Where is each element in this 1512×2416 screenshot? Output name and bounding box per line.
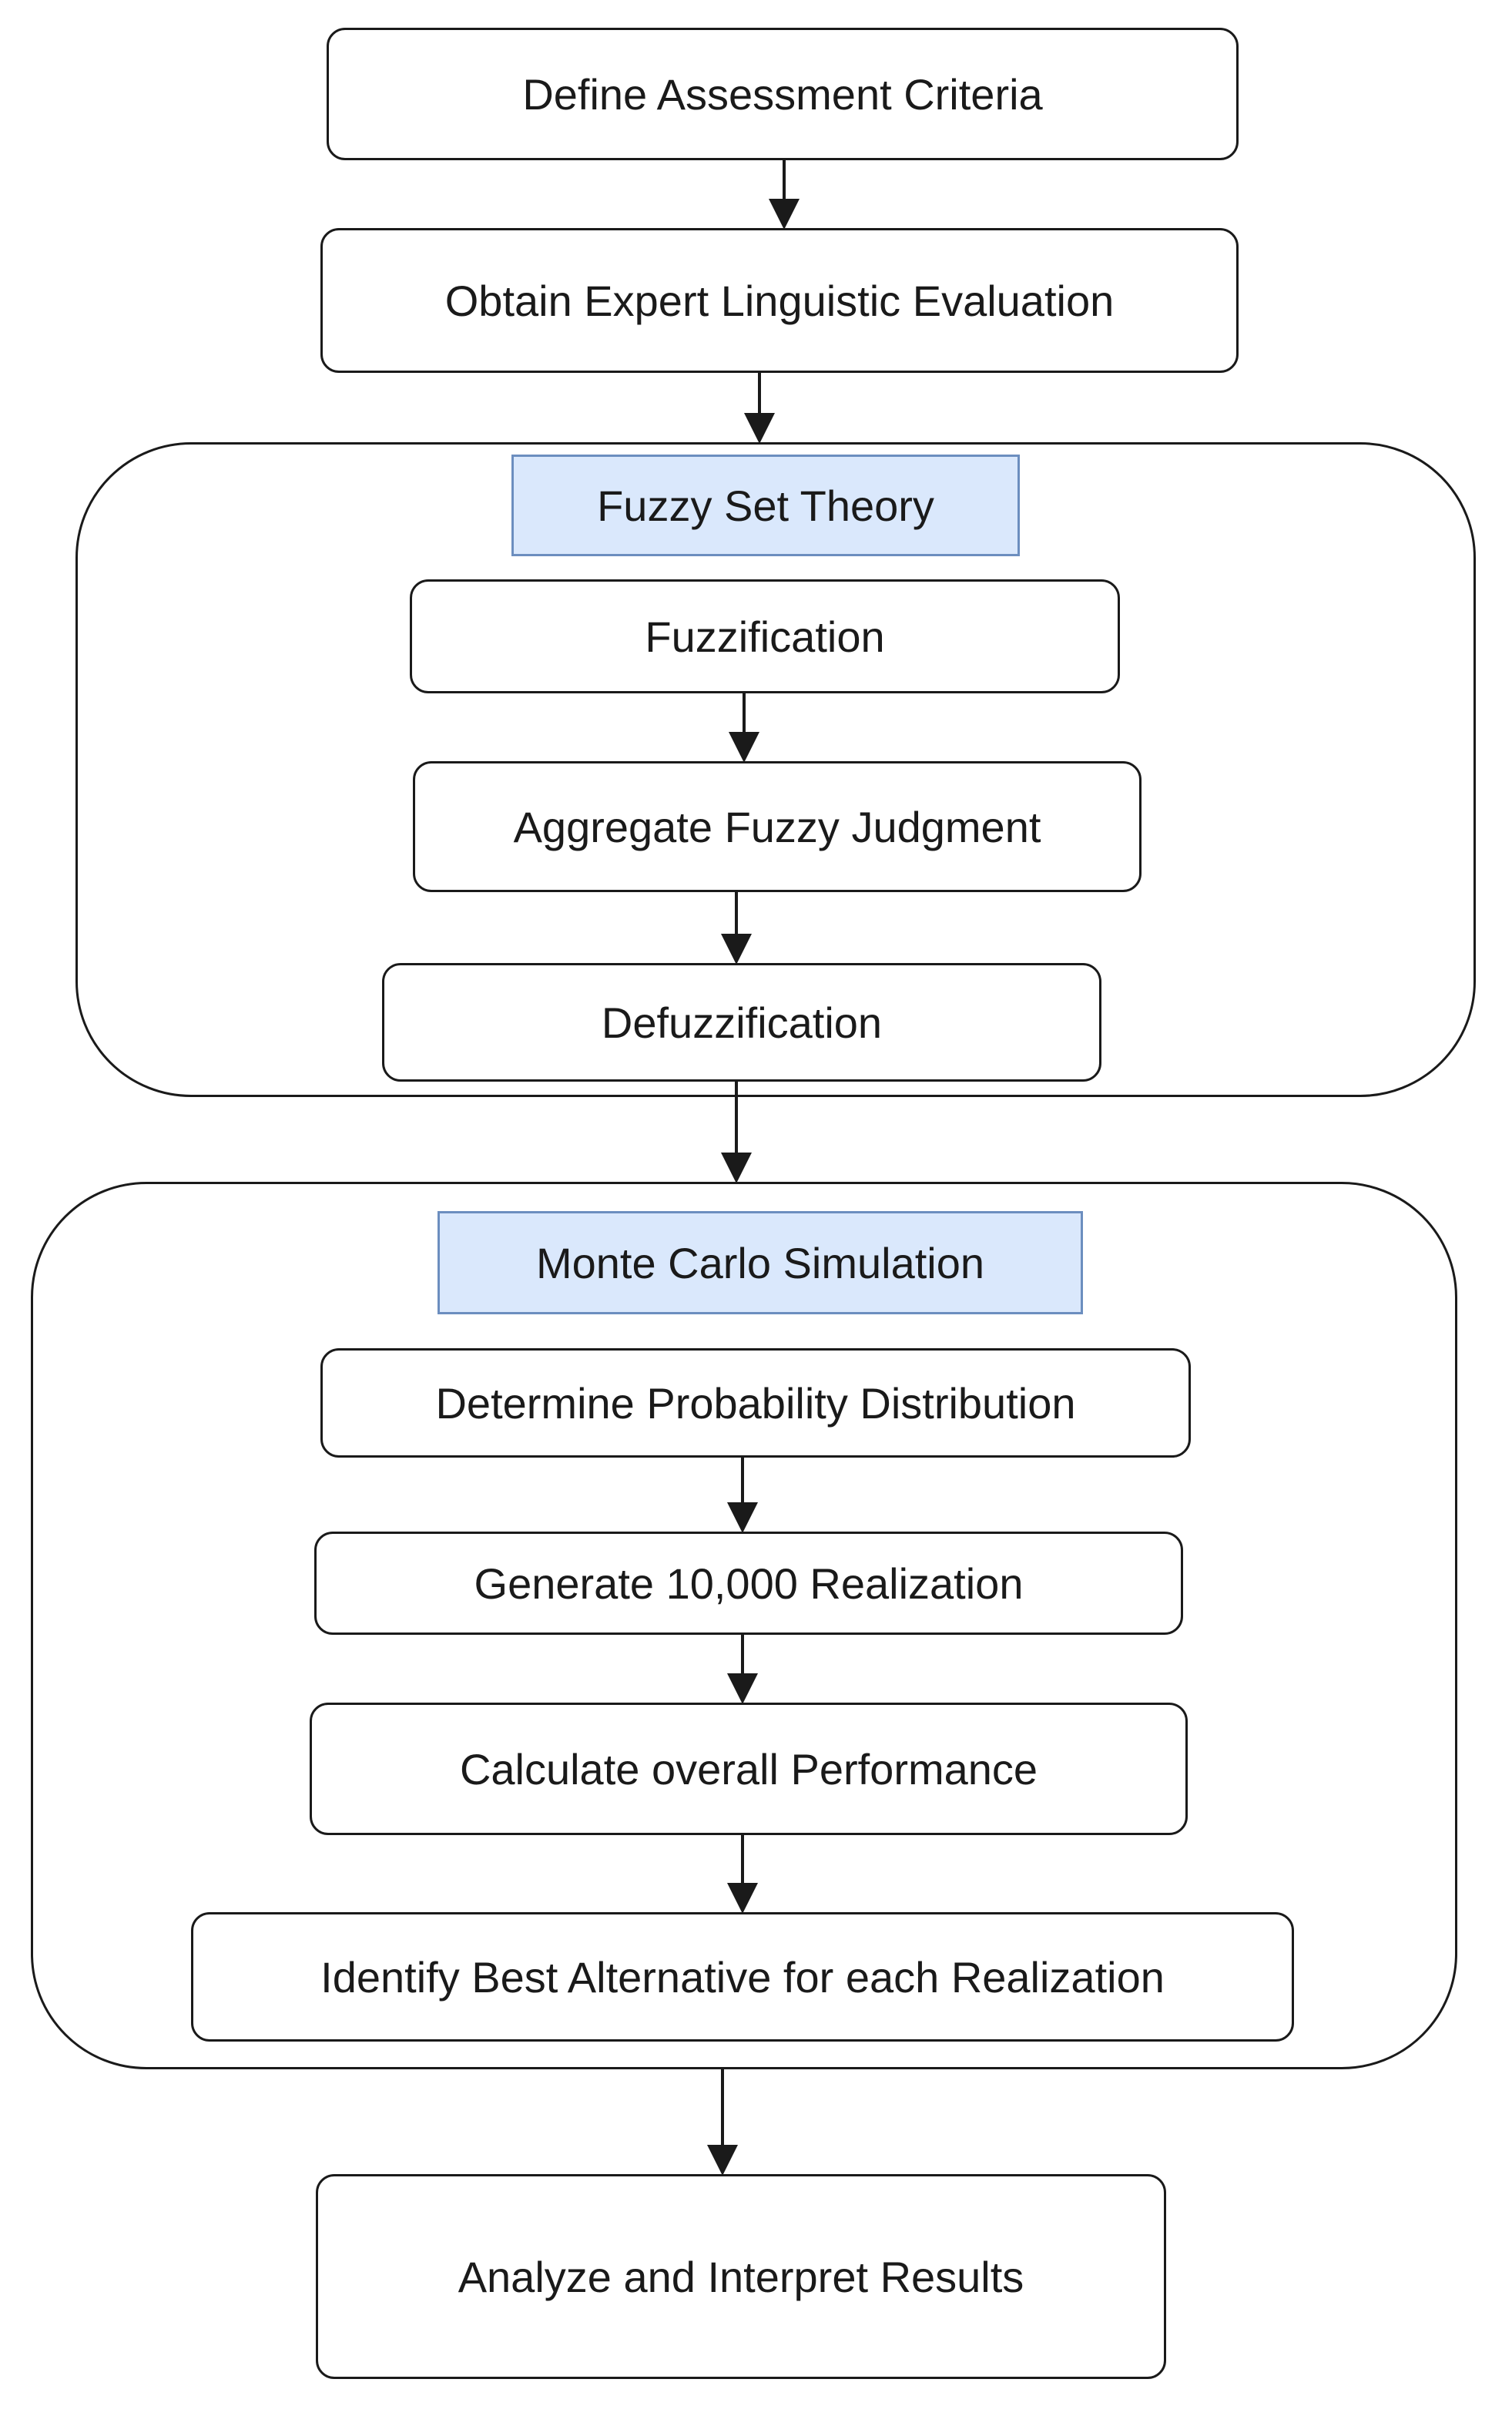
step-identify-best-alternative: Identify Best Alternative for each Reali…	[191, 1912, 1294, 2042]
step-label: Defuzzification	[601, 998, 883, 1047]
step-defuzzification: Defuzzification	[382, 963, 1101, 1082]
step-label: Define Assessment Criteria	[522, 69, 1043, 119]
step-label: Generate 10,000 Realization	[474, 1559, 1024, 1608]
step-determine-probability-distribution: Determine Probability Distribution	[320, 1348, 1191, 1458]
step-calculate-overall-performance: Calculate overall Performance	[310, 1703, 1188, 1835]
step-label: Determine Probability Distribution	[435, 1378, 1076, 1428]
step-label: Calculate overall Performance	[459, 1744, 1038, 1794]
step-obtain-expert-evaluation: Obtain Expert Linguistic Evaluation	[320, 228, 1239, 373]
fuzzy-set-theory-title: Fuzzy Set Theory	[511, 455, 1020, 556]
step-label: Aggregate Fuzzy Judgment	[513, 802, 1041, 851]
fuzzy-set-theory-group	[75, 442, 1476, 1097]
step-label: Analyze and Interpret Results	[458, 2252, 1024, 2301]
group-title: Fuzzy Set Theory	[597, 481, 934, 530]
step-label: Obtain Expert Linguistic Evaluation	[444, 276, 1115, 325]
step-fuzzification: Fuzzification	[410, 579, 1120, 693]
step-define-assessment-criteria: Define Assessment Criteria	[327, 28, 1239, 160]
step-label: Identify Best Alternative for each Reali…	[320, 1952, 1165, 2002]
group-title: Monte Carlo Simulation	[535, 1238, 985, 1287]
step-label: Fuzzification	[645, 612, 885, 661]
step-generate-realizations: Generate 10,000 Realization	[314, 1532, 1183, 1635]
step-analyze-interpret-results: Analyze and Interpret Results	[316, 2174, 1166, 2379]
monte-carlo-simulation-title: Monte Carlo Simulation	[438, 1211, 1083, 1314]
step-aggregate-fuzzy-judgment: Aggregate Fuzzy Judgment	[413, 761, 1142, 892]
